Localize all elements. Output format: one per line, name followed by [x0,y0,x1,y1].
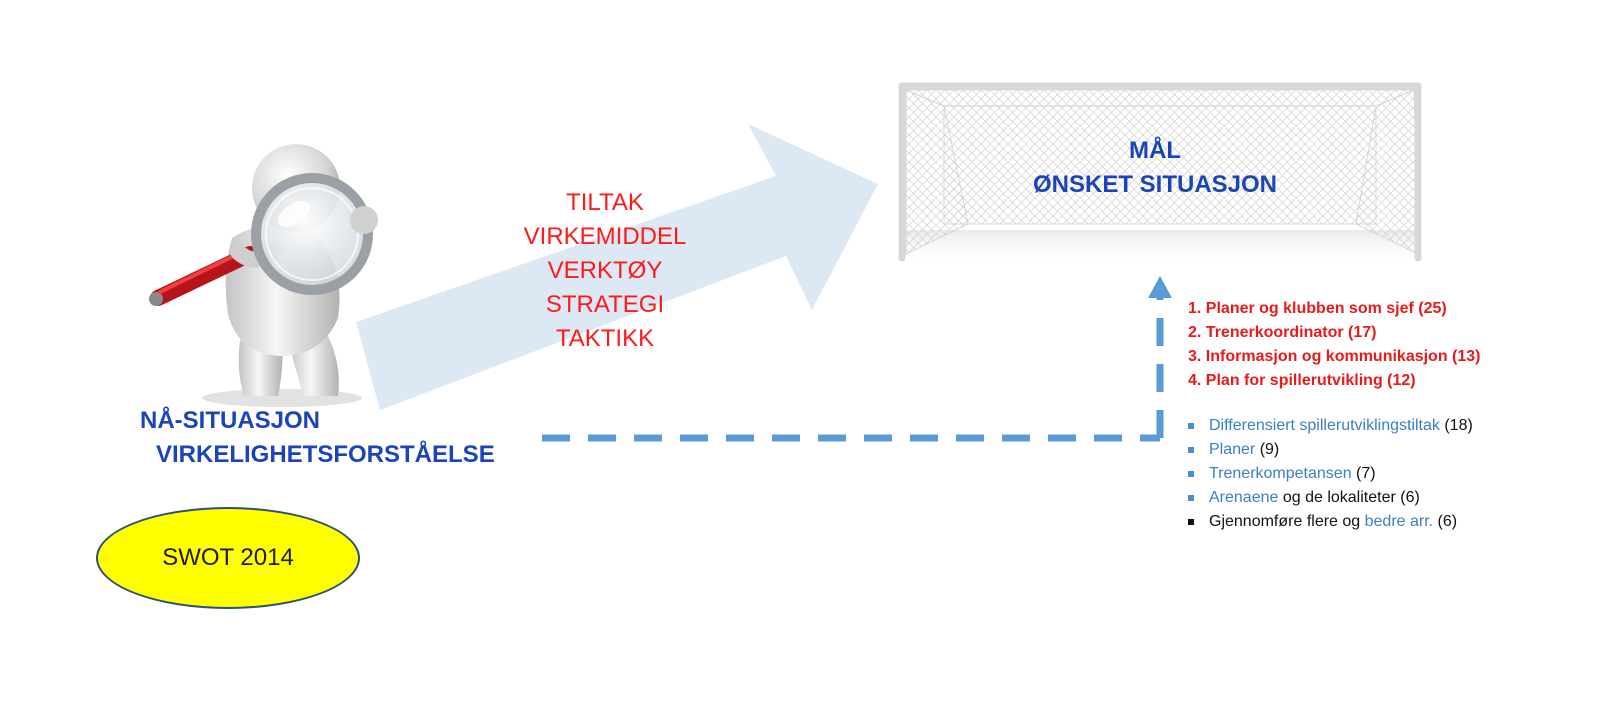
goal-heading: MÅL ØNSKET SITUASJON [990,134,1320,202]
priority-item: 4. Plan for spillerutvikling (12) [1188,369,1481,393]
priority-number: 2. [1188,324,1202,341]
measure-item: VIRKEMIDDEL [523,223,687,250]
bullet-text: (18) [1439,417,1473,434]
priority-item: 2. Trenerkoordinator (17) [1188,321,1481,345]
priority-text: Informasjon og kommunikasjon (13) [1205,348,1481,365]
priority-item: 3. Informasjon og kommunikasjon (13) [1188,345,1481,369]
dashed-path [542,276,1172,442]
bullet-text: (9) [1255,441,1280,458]
bullet-text: (6) [1433,513,1458,530]
priority-number: 3. [1188,348,1202,365]
person-with-magnifier-icon [149,144,378,407]
measure-item: STRATEGI [545,291,665,318]
measure-item: TAKTIKK [555,325,655,352]
square-bullet-icon [1188,423,1194,429]
priority-text: Plan for spillerutvikling (12) [1205,372,1416,389]
bullet-text: og de lokaliteter (6) [1278,489,1420,506]
bullet-highlight: bedre arr. [1364,513,1434,530]
current-state-heading: NÅ-SITUASJON VIRKELIGHETSFORSTÅELSE [140,404,500,472]
bullet-highlight: Planer [1209,441,1256,458]
measures-list: TILTAK VIRKEMIDDEL VERKTØY STRATEGI TAKT… [500,186,710,356]
bullet-highlight: Arenaene [1209,489,1279,506]
priority-number: 1. [1188,300,1202,317]
bullet-item: Gjennomføre flere og bedre arr. (6) [1188,510,1473,534]
priority-number: 4. [1188,372,1202,389]
goal-line-1: MÅL [1129,137,1181,164]
bullet-item: Arenaene og de lokaliteter (6) [1188,486,1473,510]
square-bullet-icon [1188,471,1194,477]
bullet-item: Trenerkompetansen (7) [1188,462,1473,486]
process-arrow [356,124,878,410]
bullet-list: Differensiert spillerutviklingstiltak (1… [1188,414,1473,534]
current-state-line-2: VIRKELIGHETSFORSTÅELSE [156,441,495,468]
priority-text: Trenerkoordinator (17) [1205,324,1377,341]
bullet-text: Gjennomføre flere og [1209,513,1365,530]
measure-item: TILTAK [566,189,644,216]
priority-item: 1. Planer og klubben som sjef (25) [1188,297,1481,321]
bullet-text: (7) [1351,465,1376,482]
priority-text: Planer og klubben som sjef (25) [1205,300,1447,317]
soccer-goal-icon [898,82,1422,266]
bullet-highlight: Trenerkompetansen [1209,465,1352,482]
bullet-item: Planer (9) [1188,438,1473,462]
square-bullet-icon [1188,447,1194,453]
goal-line-2: ØNSKET SITUASJON [1032,171,1278,198]
bullet-highlight: Differensiert spillerutviklingstiltak [1209,417,1440,434]
square-bullet-icon [1188,519,1194,525]
bullet-item: Differensiert spillerutviklingstiltak (1… [1188,414,1473,438]
priority-list: 1. Planer og klubben som sjef (25) 2. Tr… [1188,297,1481,393]
current-state-line-1: NÅ-SITUASJON [140,407,321,434]
square-bullet-icon [1188,495,1194,501]
swot-label: SWOT 2014 [162,544,294,571]
swot-ellipse: SWOT 2014 [96,507,360,609]
measure-item: VERKTØY [547,257,663,284]
